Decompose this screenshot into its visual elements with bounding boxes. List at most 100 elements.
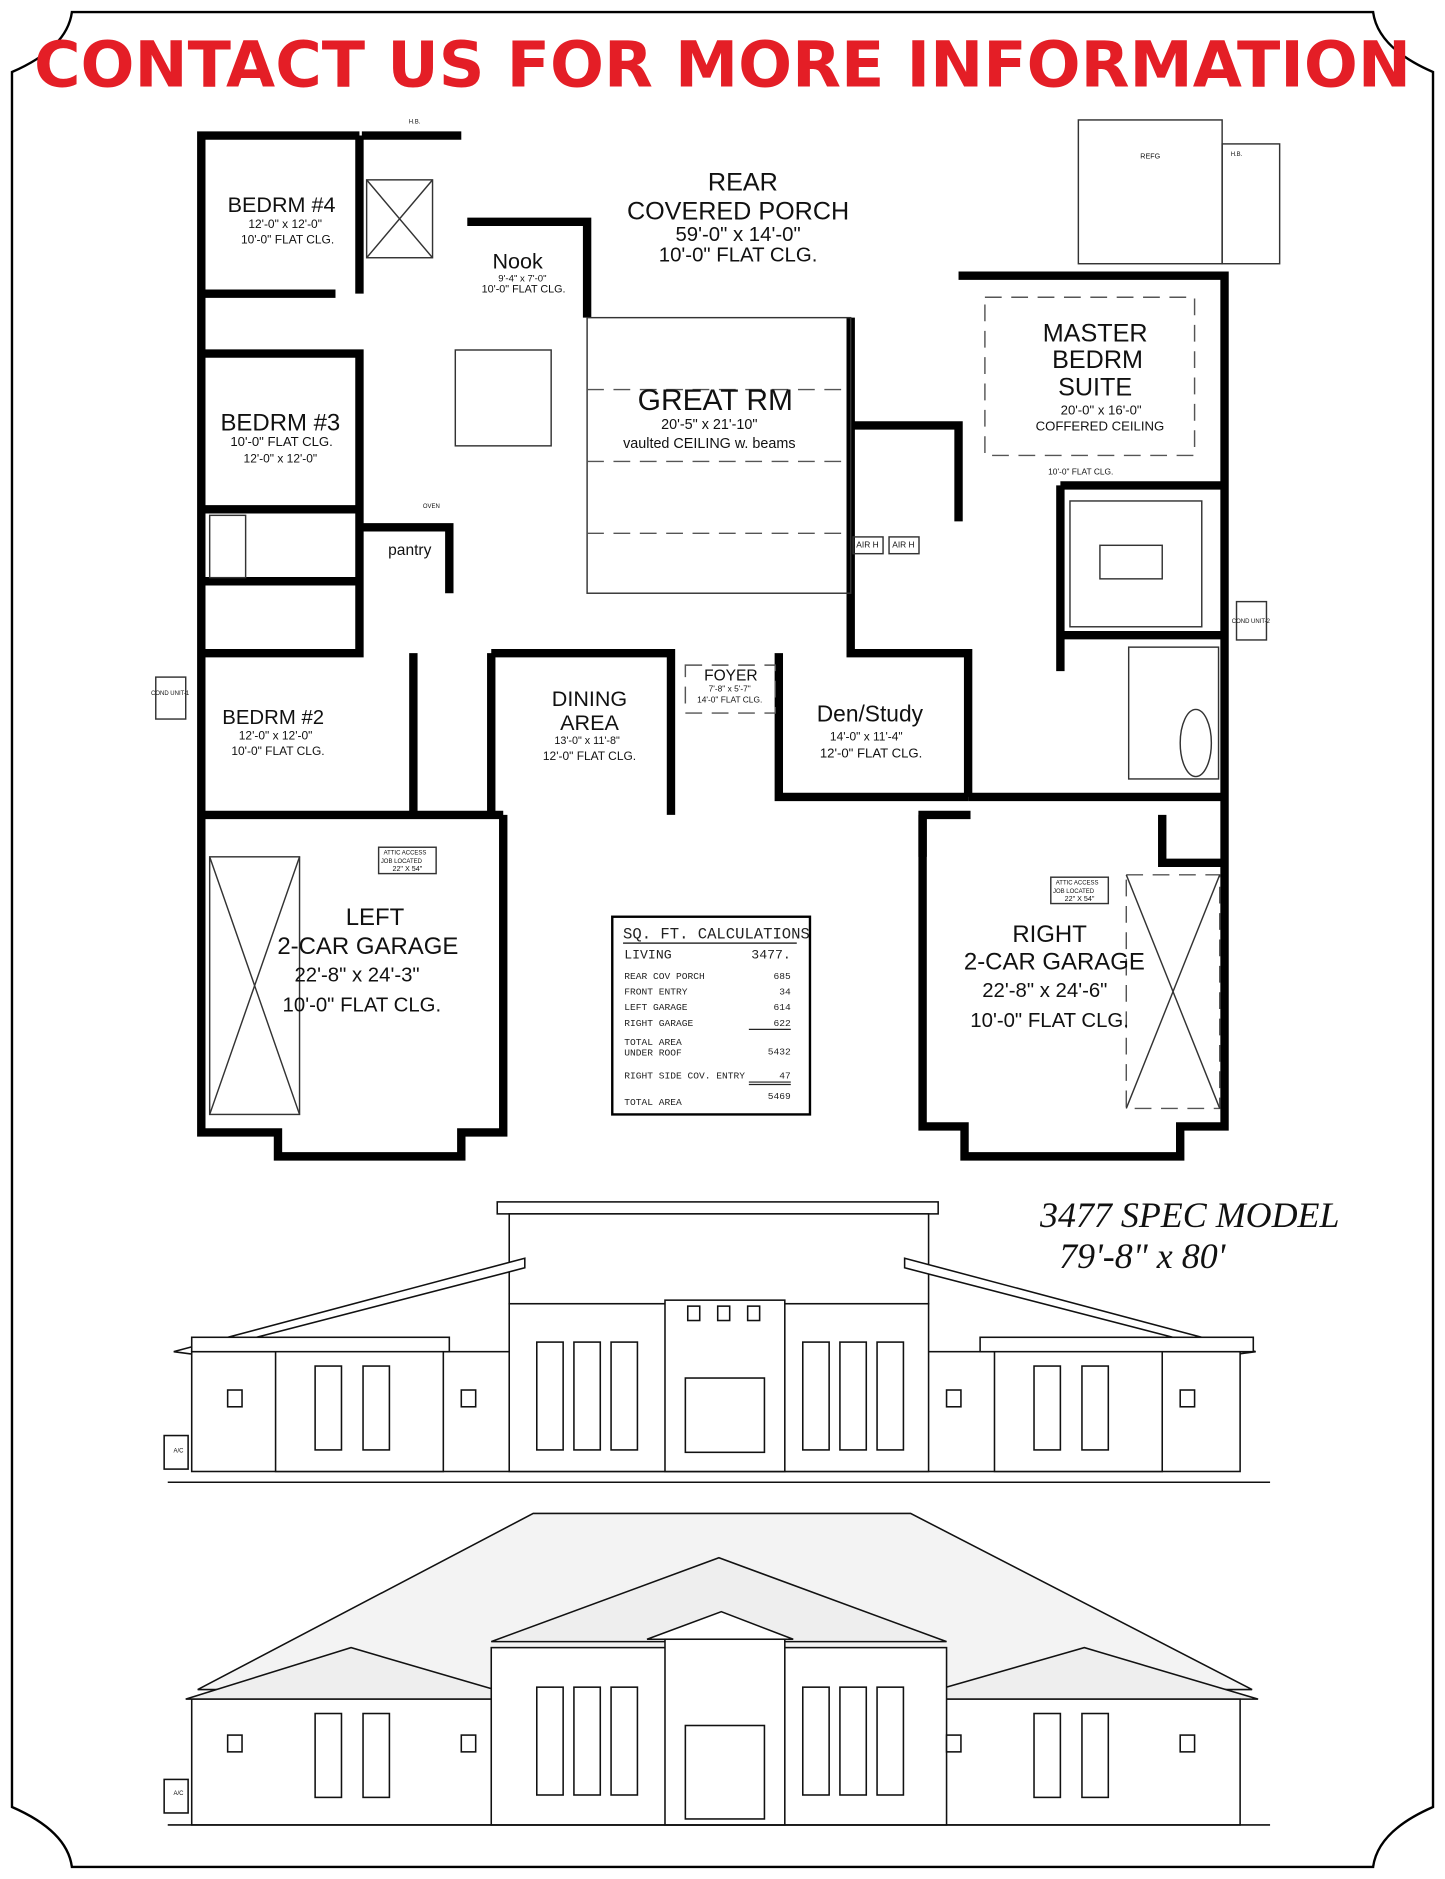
room-name: BEDRM #2 [222, 707, 324, 729]
room-size: 9'-4" x 7'-0" [498, 274, 546, 285]
sqft-row-value: 5469 [768, 1091, 791, 1102]
room-name: 2-CAR GARAGE [277, 933, 458, 960]
room-ceiling: vaulted CEILING w. beams [623, 436, 795, 452]
room-name: FOYER [704, 668, 758, 685]
attic-job-located: JOB LOCATED [1053, 889, 1095, 895]
ac-label: A/C [174, 1791, 185, 1797]
room-name: BEDRM [1052, 346, 1143, 374]
room-size: 12'-0" x 12'-0" [239, 728, 313, 742]
room-size: 20'-0" x 16'-0" [1061, 403, 1142, 418]
room-name: COVERED PORCH [627, 197, 849, 225]
room-size: 20'-5" x 21'-10" [661, 417, 757, 433]
room-bedrm4: BEDRM #4 12'-0" x 12'-0" 10'-0" FLAT CLG… [228, 192, 336, 246]
sqft-row-value: 685 [774, 971, 791, 982]
sqft-row-value: 34 [779, 987, 791, 998]
hose-bib-label: H.B. [409, 120, 421, 126]
refrigerator-label: REFG [1140, 152, 1160, 160]
sqft-row-label: REAR COV PORCH [624, 971, 704, 982]
table-title: SQ. FT. CALCULATIONS [623, 925, 810, 943]
sqft-row-label-2: UNDER ROOF [624, 1048, 682, 1059]
model-name: 3477 SPEC MODEL [1039, 1195, 1339, 1235]
attic-access-label: ATTIC ACCESS [1056, 880, 1099, 886]
room-ceiling-alt: 10'-0" FLAT CLG. [1048, 467, 1113, 477]
sqft-row-value: 5432 [768, 1047, 791, 1058]
room-name: GREAT RM [638, 384, 793, 417]
room-size: 59'-0" x 14'-0" [675, 224, 800, 246]
sqft-row-label: LIVING [624, 948, 671, 963]
attic-access-label: ATTIC ACCESS [384, 850, 427, 856]
room-name: AREA [560, 710, 619, 735]
room-size: 7'-8" x 5'-7" [709, 683, 751, 693]
room-name: LEFT [346, 904, 405, 931]
room-size: 13'-0" x 11'-8" [554, 735, 620, 747]
front-elevation [163, 1512, 1271, 1826]
room-pantry: pantry [388, 542, 431, 559]
sqft-row-label: TOTAL AREA [624, 1037, 682, 1048]
room-ceiling: 10'-0" FLAT CLG. [970, 1010, 1129, 1032]
fixture-labels: AIR H AIR H COND UNIT-1 COND UNIT-2 OVEN… [151, 120, 1271, 698]
sqft-row-value: 614 [774, 1002, 791, 1013]
room-ceiling: 12'-0" FLAT CLG. [820, 745, 922, 760]
room-name: SUITE [1058, 374, 1132, 402]
room-nook: Nook 9'-4" x 7'-0" 10'-0" FLAT CLG. [482, 249, 566, 296]
room-rear-porch: REAR COVERED PORCH 59'-0" x 14'-0" 10'-0… [627, 169, 849, 267]
room-dining: DINING AREA 13'-0" x 11'-8" 12'-0" FLAT … [543, 686, 636, 763]
cond-unit-1-label: COND UNIT-1 [151, 691, 190, 697]
attic-job-located: JOB LOCATED [381, 859, 423, 865]
sqft-row-label: RIGHT GARAGE [624, 1018, 693, 1029]
ac-label: A/C [174, 1448, 185, 1454]
sqft-row-label: LEFT GARAGE [624, 1002, 687, 1013]
room-great: GREAT RM 20'-5" x 21'-10" vaulted CEILIN… [623, 384, 795, 452]
sqft-calculations-table: SQ. FT. CALCULATIONS LIVING 3477. REAR COV… [611, 915, 812, 1116]
room-name: RIGHT [1012, 921, 1087, 948]
room-ceiling: 10'-0" FLAT CLG. [231, 744, 324, 758]
room-ceiling: COFFERED CEILING [1036, 418, 1165, 433]
room-size: 14'-0" x 11'-4" [830, 730, 903, 744]
room-master: MASTER BEDRM SUITE 20'-0" x 16'-0" COFFE… [1036, 320, 1165, 477]
oven-label: OVEN [423, 504, 440, 510]
room-size: 12'-0" x 12'-0" [248, 217, 322, 231]
room-ceiling: 10'-0" FLAT CLG. [241, 232, 334, 246]
room-size: 12'-0" x 12'-0" [244, 452, 318, 466]
sqft-row-label: TOTAL AREA [624, 1097, 682, 1108]
room-size: 22'-8" x 24'-6" [982, 980, 1107, 1002]
room-name: DINING [552, 686, 627, 711]
hose-bib-label: H.B. [1231, 152, 1243, 158]
sqft-row-label: FRONT ENTRY [624, 987, 687, 998]
rear-elevation [163, 1201, 1271, 1484]
room-right-garage: RIGHT 2-CAR GARAGE 22'-8" x 24'-6" 10'-0… [964, 876, 1145, 1032]
room-name: BEDRM #4 [228, 192, 336, 217]
room-ceiling: 10'-0" FLAT CLG. [659, 244, 818, 266]
room-ceiling: 10'-0" FLAT CLG. [482, 283, 566, 295]
sheet-border [10, 10, 1435, 1869]
room-ceiling: 10'-0" FLAT CLG. [230, 434, 332, 449]
room-left-garage: LEFT 2-CAR GARAGE 22'-8" x 24'-3" 10'-0"… [277, 846, 458, 1016]
exterior-walls [197, 131, 1229, 1161]
room-bedrm3: BEDRM #3 10'-0" FLAT CLG. 12'-0" x 12'-0… [220, 409, 340, 465]
room-name: Den/Study [817, 700, 924, 726]
room-den: Den/Study 14'-0" x 11'-4" 12'-0" FLAT CL… [817, 700, 924, 760]
attic-size: 22" X 54" [392, 865, 422, 873]
sqft-row-value: 47 [779, 1070, 791, 1081]
sqft-row-value: 622 [774, 1018, 791, 1029]
interior-details [155, 119, 1281, 1116]
model-dimensions: 79'-8" x 80' [1059, 1236, 1227, 1276]
air-handler-label: AIR H [892, 540, 914, 550]
cond-unit-2-label: COND UNIT-2 [1232, 619, 1271, 625]
sqft-row-value: 3477. [751, 948, 790, 963]
room-name: Nook [492, 249, 543, 274]
room-foyer: FOYER 7'-8" x 5'-7" 14'-0" FLAT CLG. [697, 668, 762, 705]
room-name: BEDRM #3 [220, 409, 340, 436]
room-name: 2-CAR GARAGE [964, 948, 1145, 975]
room-ceiling: 14'-0" FLAT CLG. [697, 694, 762, 704]
room-ceiling: 12'-0" FLAT CLG. [543, 749, 636, 763]
banner-title: CONTACT US FOR MORE INFORMATION [34, 27, 1411, 101]
sqft-row-label: RIGHT SIDE COV. ENTRY [624, 1070, 745, 1081]
room-bedrm2: BEDRM #2 12'-0" x 12'-0" 10'-0" FLAT CLG… [222, 707, 324, 758]
room-size: 22'-8" x 24'-3" [294, 964, 419, 986]
room-name: REAR [708, 169, 778, 197]
air-handler-label: AIR H [856, 540, 878, 550]
room-name: MASTER [1043, 320, 1148, 348]
